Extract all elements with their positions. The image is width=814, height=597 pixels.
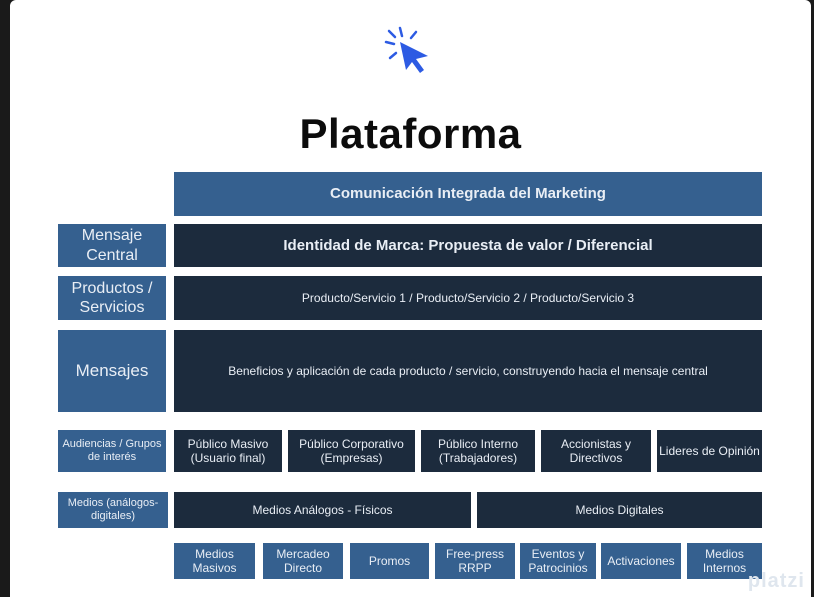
audience-box: Público Masivo (Usuario final): [174, 430, 282, 472]
page-title: Plataforma: [299, 110, 522, 157]
audience-box: Público Corporativo (Empresas): [288, 430, 415, 472]
row-label-mensajes: Mensajes: [58, 330, 166, 412]
audience-box: Lideres de Opinión: [657, 430, 762, 472]
channel-box: Eventos y Patrocinios: [520, 543, 596, 579]
platzi-watermark: platzi: [747, 570, 805, 592]
row-label-audiencias: Audiencias / Grupos de interés: [58, 430, 166, 472]
row-content-mensajes: Beneficios y aplicación de cada producto…: [174, 330, 762, 412]
media-group-digital: Medios Digitales: [477, 492, 762, 528]
channel-box: Medios Masivos: [174, 543, 255, 579]
channel-box: Promos: [350, 543, 429, 579]
audience-box: Accionistas y Directivos: [541, 430, 651, 472]
channel-box: Free-press RRPP: [435, 543, 515, 579]
row-content-mensaje-central: Identidad de Marca: Propuesta de valor /…: [174, 224, 762, 267]
row-label-mensaje-central: Mensaje Central: [58, 224, 166, 267]
media-group-analog: Medios Análogos - Físicos: [174, 492, 471, 528]
pointer-click-icon: [380, 22, 436, 76]
channel-box: Activaciones: [601, 543, 681, 579]
channel-box: Medios Internos: [687, 543, 762, 579]
row-label-productos: Productos / Servicios: [58, 276, 166, 320]
row-content-productos: Producto/Servicio 1 / Producto/Servicio …: [174, 276, 762, 320]
audience-box: Público Interno (Trabajadores): [421, 430, 535, 472]
top-banner: Comunicación Integrada del Marketing: [174, 172, 762, 216]
slide: Plataforma Comunicación Integrada del Ma…: [10, 0, 811, 597]
channel-box: Mercadeo Directo: [263, 543, 343, 579]
row-label-medios: Medios (análogos-digitales): [58, 492, 168, 528]
